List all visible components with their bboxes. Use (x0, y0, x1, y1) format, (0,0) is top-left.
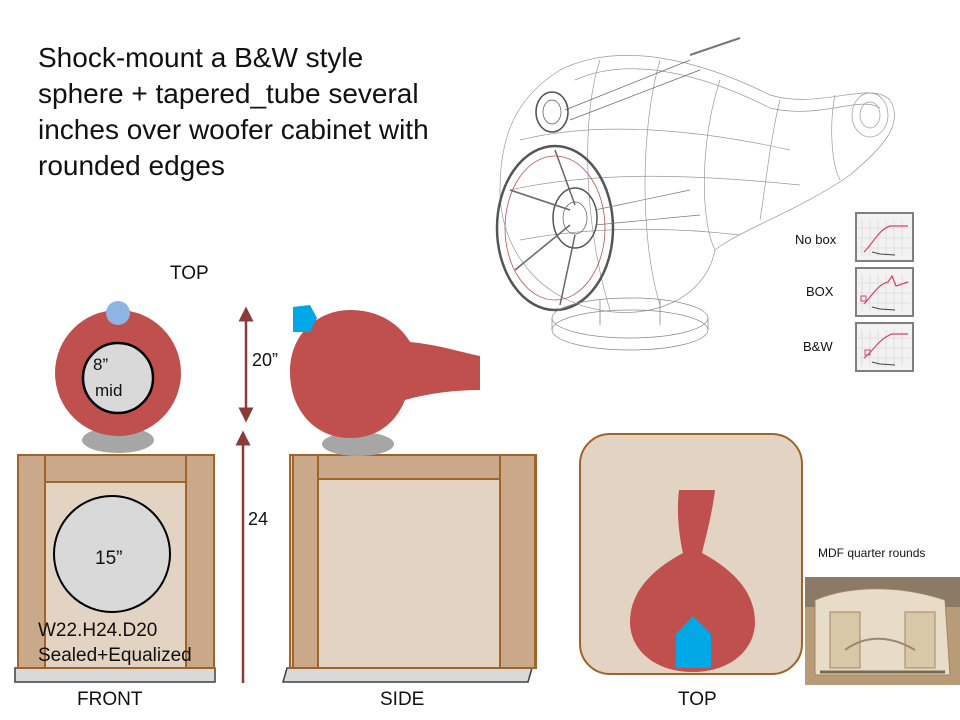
woofer-size-label: 15” (95, 548, 123, 569)
top-label-lower: TOP (678, 689, 717, 710)
graph-label-bw: B&W (803, 339, 833, 354)
side-view (282, 305, 537, 683)
mid-size-label: 8” (93, 355, 109, 374)
mid-word-label: mid (95, 381, 123, 400)
top-sphere-tube (630, 490, 755, 672)
front-label: FRONT (77, 689, 143, 710)
sealed-label: Sealed+Equalized (38, 645, 192, 666)
wireframe-render (495, 37, 895, 351)
side-base-plate (282, 667, 533, 683)
top-tweeter-pod (676, 616, 711, 668)
response-graph-1 (855, 212, 914, 262)
front-view (14, 301, 216, 683)
graph-label-no-box: No box (795, 232, 837, 247)
front-shock-mount (82, 427, 154, 453)
title-line-1: Shock-mount a B&W style (38, 42, 364, 73)
dimension-24-label: 24 (248, 509, 269, 529)
title-line-4: rounded edges (38, 150, 225, 181)
side-cabinet (289, 454, 537, 669)
front-base-plate (14, 667, 216, 683)
side-sphere-tube (290, 310, 480, 438)
response-graph-2 (855, 267, 914, 317)
mdf-caption: MDF quarter rounds (818, 546, 926, 560)
side-shock-mount (322, 432, 394, 456)
title-line-3: inches over woofer cabinet with (38, 114, 429, 145)
woofer-15 (53, 495, 171, 613)
response-graph-3 (855, 322, 914, 372)
mdf-photo (805, 577, 960, 685)
slide-title: Shock-mount a B&W style sphere + tapered… (38, 40, 478, 184)
title-line-2: sphere + tapered_tube several (38, 78, 419, 109)
graph-label-box: BOX (806, 284, 834, 299)
top-label-upper: TOP (170, 263, 209, 284)
mid-driver-8 (81, 341, 155, 415)
tweeter (106, 301, 130, 325)
dimension-20-label: 20” (252, 350, 279, 370)
top-view (579, 433, 803, 675)
dimensions-label: W22.H24.D20 (38, 620, 158, 641)
side-tweeter-pod (293, 305, 317, 332)
side-label: SIDE (380, 689, 425, 710)
